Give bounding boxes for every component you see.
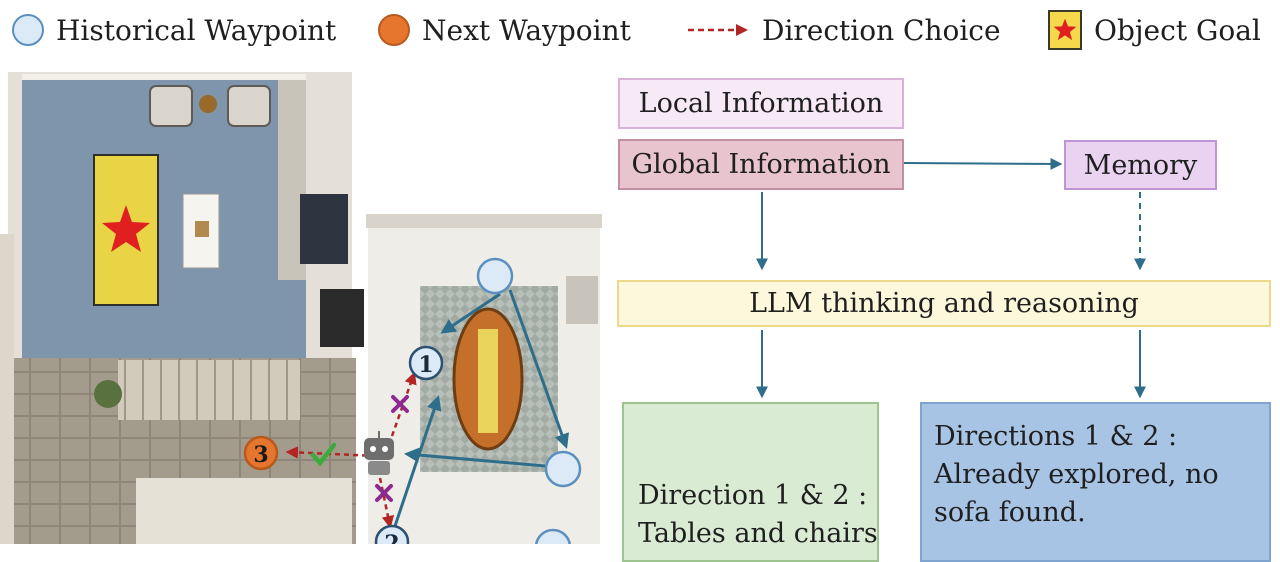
memory-box: Memory (1064, 140, 1217, 190)
waypoint-1 (408, 345, 444, 381)
historical-waypoint-icon (12, 14, 44, 46)
right-result-box: Directions 1 & 2 : Already explored, no … (920, 402, 1271, 562)
legend-direction: Direction Choice (686, 10, 1001, 50)
object-goal-icon (1048, 10, 1082, 50)
right-result-line: Directions 1 & 2 : (934, 421, 1178, 452)
check-icon (310, 442, 337, 467)
left-result-line: Tables and chairs (638, 518, 878, 549)
waypoint-3-label: 3 (253, 442, 268, 468)
waypoint-2-label: 2 (384, 531, 399, 544)
local-information-box: Local Information (618, 78, 904, 129)
llm-reasoning-box: LLM thinking and reasoning (617, 280, 1271, 327)
dashed-arrow-icon (688, 24, 748, 36)
historical-waypoint (476, 257, 514, 295)
floorplan-map: 1 2 3 (0, 64, 610, 544)
right-result-line: sofa found. (934, 497, 1086, 528)
next-waypoint-3 (243, 435, 279, 471)
goal-star-icon (102, 205, 150, 252)
left-result-box: Direction 1 & 2 : Tables and chairs (622, 402, 879, 562)
waypoint-2 (374, 524, 410, 544)
staircase (118, 360, 300, 420)
armchair (149, 85, 193, 127)
cross-icon (375, 484, 393, 502)
cross-icon (391, 395, 409, 413)
object-goal-sofa (93, 154, 159, 306)
left-result-line: Direction 1 & 2 : (638, 480, 868, 511)
waypoint-1-label: 1 (418, 352, 433, 378)
historical-waypoint (544, 450, 582, 488)
legend-next: Next Waypoint (378, 10, 631, 50)
legend-historical: Historical Waypoint (12, 10, 336, 50)
next-waypoint-icon (378, 14, 410, 46)
global-information-box: Global Information (618, 139, 904, 190)
legend-historical-label: Historical Waypoint (56, 13, 337, 47)
legend-goal-label: Object Goal (1094, 13, 1261, 47)
legend-direction-label: Direction Choice (762, 13, 1001, 47)
legend-next-label: Next Waypoint (422, 13, 631, 47)
star-icon (1053, 18, 1077, 41)
armchair (227, 85, 271, 127)
right-result-text: Directions 1 & 2 : Already explored, no … (934, 418, 1219, 532)
robot-icon (364, 431, 394, 475)
legend-goal: Object Goal (1048, 10, 1261, 50)
right-result-line: Already explored, no (934, 459, 1219, 490)
historical-waypoint (535, 528, 571, 544)
left-result-text: Direction 1 & 2 : Tables and chairs (638, 477, 878, 553)
legend: Historical Waypoint Next Waypoint Direct… (0, 0, 1280, 62)
